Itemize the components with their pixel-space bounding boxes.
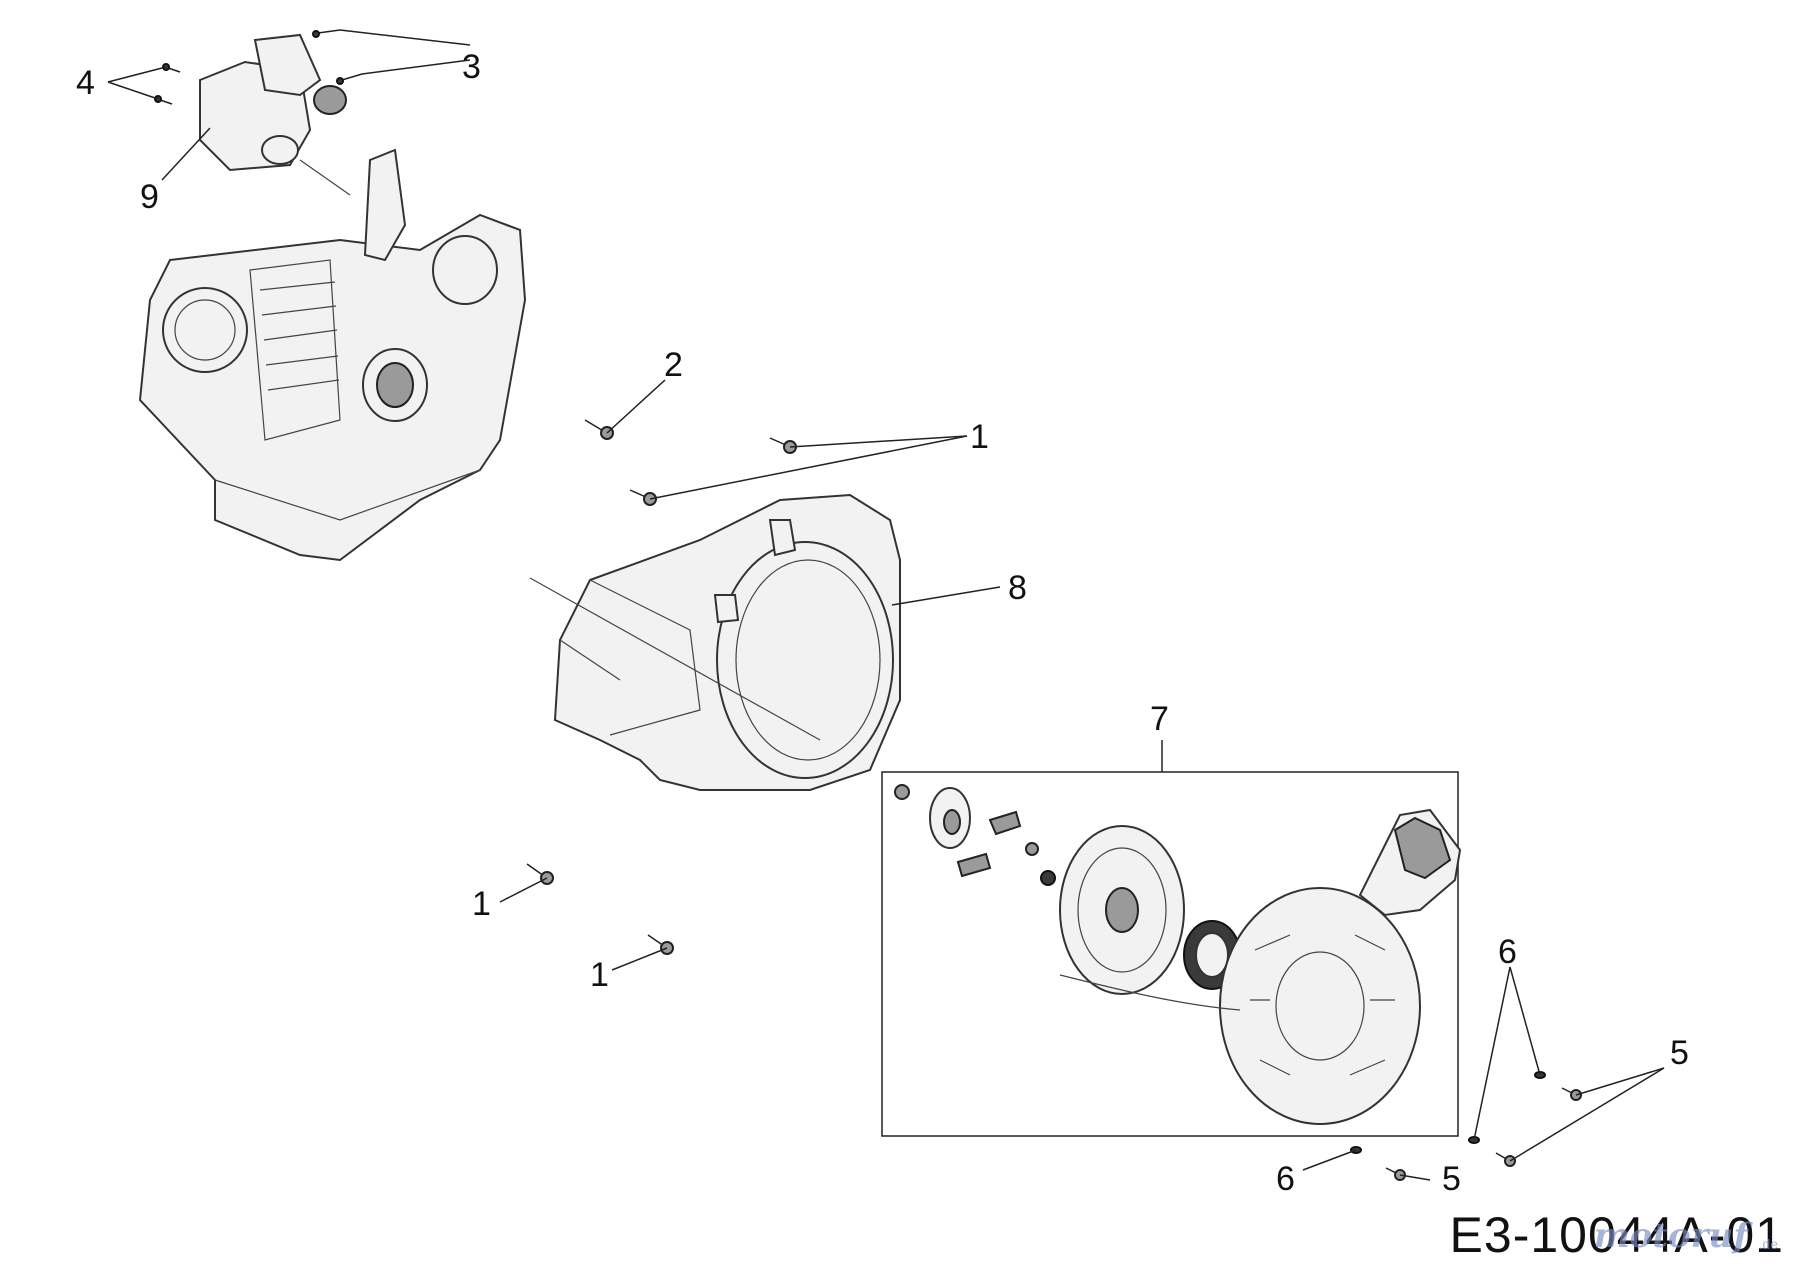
engine-block (138, 148, 527, 562)
callout-4: 4 (76, 64, 95, 102)
callout-6-bottom: 6 (1276, 1160, 1295, 1198)
bolt-2 (584, 419, 614, 440)
drawing-code: E3-10044A-01 (1449, 1207, 1784, 1263)
callout-8: 8 (1008, 569, 1027, 607)
callout-5-right: 5 (1670, 1034, 1689, 1072)
bolt-5-bottom (1385, 1167, 1406, 1181)
callout-1-left: 1 (472, 885, 491, 923)
leader-lines (107, 29, 1665, 1181)
starter-motor (199, 33, 351, 196)
callout-2: 2 (664, 346, 683, 384)
screw-3a (312, 29, 341, 38)
callout-1-top: 1 (970, 418, 989, 456)
callout-1-bottom: 1 (590, 956, 609, 994)
callout-3: 3 (462, 48, 481, 86)
screw-4b (154, 95, 173, 105)
screw-3b (336, 73, 363, 85)
bolt-1-top (769, 437, 797, 454)
watermark: motoruf (1593, 1216, 1748, 1256)
screw-4a (162, 63, 181, 73)
callout-9: 9 (140, 178, 159, 216)
fan-shroud (529, 493, 901, 791)
recoil-starter-parts (894, 784, 1462, 1125)
callout-5-bottom: 5 (1442, 1160, 1461, 1198)
watermark-suffix: .de (1758, 1236, 1778, 1252)
recoil-assembly-box (881, 771, 1459, 1137)
callout-6-right: 6 (1498, 933, 1517, 971)
bolt-1-mid (629, 489, 657, 506)
bolt-5-right (1561, 1087, 1582, 1101)
callout-7: 7 (1150, 700, 1169, 738)
